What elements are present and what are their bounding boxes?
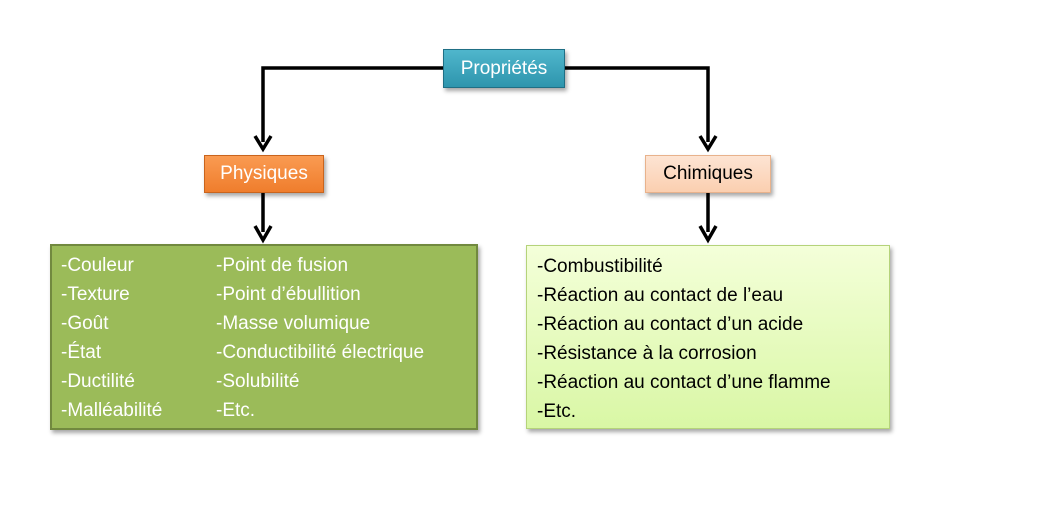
list-item: -Point de fusion	[216, 255, 349, 276]
chimiques-list-box: -Combustibilité -Réaction au contact de …	[526, 245, 890, 429]
list-item: -Malléabilité	[61, 400, 163, 421]
list-item: -Couleur	[61, 255, 134, 276]
list-item: -Point d’ébullition	[216, 284, 361, 305]
arrowhead-physiques	[253, 135, 273, 153]
list-item: -Combustibilité	[537, 256, 663, 277]
list-item: -État	[61, 342, 102, 363]
arrowhead-chimiques-list	[698, 225, 718, 244]
list-item: -Solubilité	[216, 371, 300, 392]
list-item: -Réaction au contact d’une flamme	[537, 372, 831, 393]
list-item: -Réaction au contact de l’eau	[537, 285, 784, 306]
list-item: -Etc.	[216, 400, 256, 421]
node-chimiques: Chimiques	[645, 155, 771, 193]
node-physiques-label: Physiques	[220, 163, 308, 184]
list-item: -Goût	[61, 313, 109, 334]
list-item: -Masse volumique	[216, 313, 371, 334]
list-item: -Texture	[61, 284, 130, 305]
physiques-list-box: -Couleur -Texture -Goût -État -Ductilité…	[50, 244, 478, 430]
arrowhead-physiques-list	[253, 225, 273, 244]
node-physiques: Physiques	[204, 155, 324, 193]
node-chimiques-label: Chimiques	[663, 163, 753, 184]
list-item: -Résistance à la corrosion	[537, 343, 757, 364]
connector-root-to-chimiques	[565, 66, 710, 142]
physiques-column-left: -Couleur -Texture -Goût -État -Ductilité…	[61, 251, 162, 425]
node-proprietes: Propriétés	[443, 49, 565, 88]
list-item: -Etc.	[537, 401, 577, 422]
list-item: -Ductilité	[61, 371, 135, 392]
list-item: -Conductibilité électrique	[216, 342, 425, 363]
physiques-column-right: -Point de fusion -Point d’ébullition -Ma…	[216, 251, 424, 425]
connector-root-to-physiques	[261, 66, 443, 142]
node-proprietes-label: Propriétés	[460, 57, 548, 79]
list-item: -Réaction au contact d’un acide	[537, 314, 804, 335]
arrowhead-chimiques	[698, 135, 718, 153]
